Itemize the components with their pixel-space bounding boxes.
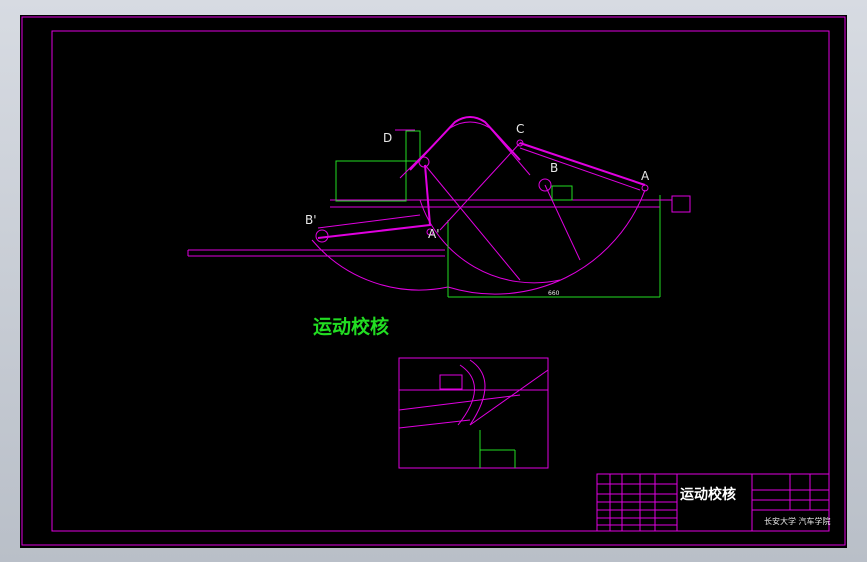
label-b-prime: B' <box>305 213 317 227</box>
label-b: B <box>550 161 558 175</box>
arm-upper <box>409 116 521 171</box>
drawing-lines <box>21 16 846 546</box>
pivot-a <box>641 184 649 192</box>
title-block-name: 运动校核 <box>680 486 736 503</box>
outer-border <box>21 16 846 546</box>
point-labels: A B C D B' A' <box>305 122 650 241</box>
arc-2 <box>447 189 646 295</box>
dimension-660: 660 <box>548 290 560 297</box>
label-a: A <box>641 169 650 183</box>
pivot-a-prime <box>426 228 434 236</box>
dim-box-left <box>335 160 407 202</box>
label-a-prime: A' <box>428 227 440 241</box>
end-box <box>671 195 691 213</box>
cylinder <box>519 142 646 186</box>
label-c: C <box>516 122 524 136</box>
arm-lower <box>317 164 432 239</box>
pivot-b <box>538 178 552 192</box>
pivot-b-prime <box>315 229 329 243</box>
detail-view <box>398 357 549 469</box>
pivot-c <box>516 139 524 147</box>
canvas <box>20 15 847 548</box>
arc-1 <box>311 239 449 291</box>
pivot-d <box>418 156 430 168</box>
label-d: D <box>383 131 392 145</box>
drawing-title: 运动校核 <box>313 315 389 338</box>
inner-border <box>51 30 830 532</box>
title-block-company: 长安大学 汽车学院 <box>764 516 831 526</box>
